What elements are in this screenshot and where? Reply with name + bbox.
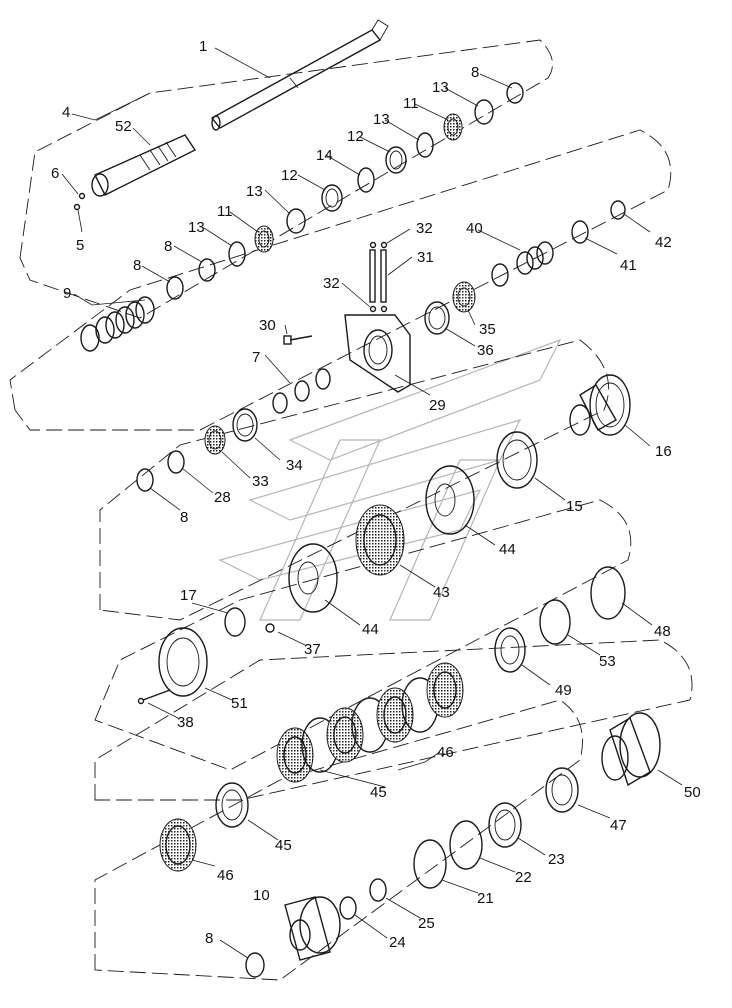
callout-17: 17 xyxy=(180,587,197,604)
callout-21: 21 xyxy=(477,890,494,907)
callout-49: 49 xyxy=(555,682,572,699)
dashed-group-outlines xyxy=(9,39,693,981)
callout-30: 30 xyxy=(259,317,276,334)
callout-48: 48 xyxy=(654,623,671,640)
callout-34: 34 xyxy=(286,457,303,474)
callout-8-d: 8 xyxy=(180,509,188,526)
rings-7 xyxy=(272,368,331,414)
callout-16: 16 xyxy=(655,443,672,460)
callout-8-b: 8 xyxy=(164,238,172,255)
callout-11-b: 11 xyxy=(217,203,233,220)
callout-51: 51 xyxy=(231,695,248,712)
callout-45-a: 45 xyxy=(370,784,387,801)
callout-45-b: 45 xyxy=(275,837,292,854)
callout-4: 4 xyxy=(62,104,70,121)
callout-47: 47 xyxy=(610,817,627,834)
callout-42: 42 xyxy=(655,234,672,251)
callout-31: 31 xyxy=(417,249,434,266)
callout-38: 38 xyxy=(177,714,194,731)
clutch-pack-45-46 xyxy=(276,662,464,783)
spring-stack-9 xyxy=(80,296,155,352)
callout-25: 25 xyxy=(418,915,435,932)
callout-12-b: 12 xyxy=(281,167,298,184)
callout-32-bottom: 32 xyxy=(323,275,340,292)
callout-44-a: 44 xyxy=(499,541,516,558)
housing-plate-29 xyxy=(344,314,411,393)
callout-50: 50 xyxy=(684,784,701,801)
callout-10: 10 xyxy=(253,887,270,904)
callout-9: 9 xyxy=(63,285,71,302)
callout-7: 7 xyxy=(252,349,260,366)
callout-1: 1 xyxy=(199,38,207,55)
parts-17-37-51-38 xyxy=(137,607,275,705)
seals-23-22-21 xyxy=(413,802,522,889)
callout-12-a: 12 xyxy=(347,128,364,145)
callout-13-a: 13 xyxy=(432,79,449,96)
input-shaft-assembly xyxy=(73,134,197,211)
bolt-30 xyxy=(283,335,313,345)
callout-24: 24 xyxy=(389,934,406,951)
gear-hub-16 xyxy=(569,374,631,436)
callout-11-a: 11 xyxy=(403,95,419,112)
callout-15: 15 xyxy=(566,498,583,515)
callout-37: 37 xyxy=(304,641,321,658)
callout-46-a: 46 xyxy=(437,744,454,761)
callout-44-b: 44 xyxy=(362,621,379,638)
callout-28: 28 xyxy=(214,489,231,506)
leader-lines xyxy=(61,47,683,959)
callout-labels: 1 4 52 6 5 8 13 11 13 12 14 12 13 11 13 … xyxy=(51,38,701,951)
rings-34-33-28 xyxy=(136,408,258,492)
main-shaft xyxy=(210,19,389,131)
rings-48-53-49 xyxy=(494,566,626,673)
callout-23: 23 xyxy=(548,851,565,868)
callout-36: 36 xyxy=(477,342,494,359)
clutch-plates-15-44-43 xyxy=(288,431,538,613)
callout-40: 40 xyxy=(466,220,483,237)
callout-13-c: 13 xyxy=(246,183,263,200)
callout-43: 43 xyxy=(433,584,450,601)
plates-45-47-46 xyxy=(159,767,579,872)
clutch-drum-50 xyxy=(601,712,661,787)
callout-29: 29 xyxy=(429,397,446,414)
upper-row-rings xyxy=(166,82,524,300)
callout-53: 53 xyxy=(599,653,616,670)
callout-8-e: 8 xyxy=(205,930,213,947)
callout-22: 22 xyxy=(515,869,532,886)
brand-logo-watermark-icon xyxy=(218,338,562,621)
callout-33: 33 xyxy=(252,473,269,490)
rings-42-41-40 xyxy=(491,200,626,287)
callout-13-d: 13 xyxy=(188,219,205,236)
bearing-35-ring-36 xyxy=(424,281,476,335)
callout-13-b: 13 xyxy=(373,111,390,128)
callout-6: 6 xyxy=(51,165,59,182)
callout-5: 5 xyxy=(76,237,84,254)
callout-41: 41 xyxy=(620,257,637,274)
callout-46-b: 46 xyxy=(217,867,234,884)
pins-31-32 xyxy=(369,241,388,313)
hub-10-rings xyxy=(245,878,387,978)
callout-52: 52 xyxy=(115,118,132,135)
callout-8-top: 8 xyxy=(471,64,479,81)
callout-8-c: 8 xyxy=(133,257,141,274)
callout-14: 14 xyxy=(316,147,333,164)
callout-32-top: 32 xyxy=(416,220,433,237)
callout-35: 35 xyxy=(479,321,496,338)
